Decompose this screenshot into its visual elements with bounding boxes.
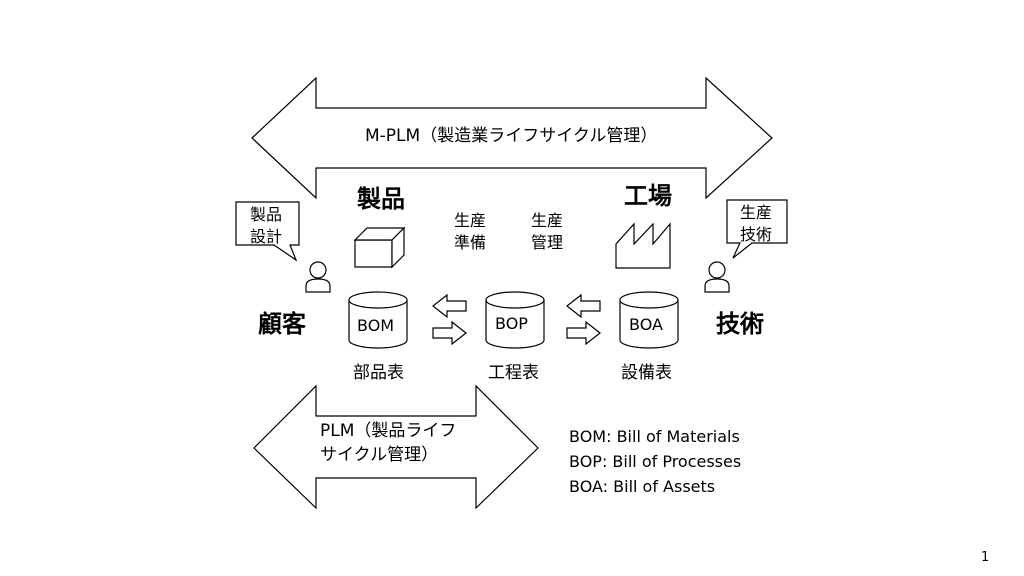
arrow-bom-to-bop xyxy=(432,320,467,346)
boa-label: BOA xyxy=(629,315,663,334)
production-mgmt-line2: 管理 xyxy=(531,232,564,252)
legend-bop: BOP: Bill of Processes xyxy=(569,451,742,471)
arrow-bop-to-boa xyxy=(566,320,601,346)
callout-left-line2: 設計 xyxy=(250,226,283,246)
legend-bom: BOM: Bill of Materials xyxy=(569,427,740,446)
production-prep-label: 生産 準備 xyxy=(454,210,486,253)
boa-caption: 設備表 xyxy=(621,363,672,383)
bom-cylinder xyxy=(348,291,408,349)
bop-caption: 工程表 xyxy=(488,363,539,383)
arrow-boa-to-bop xyxy=(566,293,601,319)
customer-person-icon xyxy=(305,261,331,293)
page-number: 1 xyxy=(981,550,990,565)
callout-right xyxy=(726,199,788,259)
callout-right-text: 生産 技術 xyxy=(740,202,772,245)
mplm-double-arrow xyxy=(251,76,773,200)
bom-caption: 部品表 xyxy=(353,363,404,383)
plm-label-line2: サイクル管理） xyxy=(320,444,439,465)
engineering-label: 技術 xyxy=(716,310,764,338)
engineer-person-icon xyxy=(704,261,730,293)
bop-label: BOP xyxy=(495,314,528,333)
product-heading: 製品 xyxy=(357,185,405,213)
product-box-icon xyxy=(353,226,406,269)
callout-left xyxy=(235,201,300,262)
arrow-bop-to-bom xyxy=(432,293,467,319)
production-prep-line2: 準備 xyxy=(454,232,487,252)
plm-double-arrow xyxy=(253,384,539,510)
production-mgmt-line1: 生産 xyxy=(531,211,564,230)
factory-icon xyxy=(615,222,671,269)
boa-cylinder xyxy=(619,291,679,349)
legend: BOM: Bill of Materials BOP: Bill of Proc… xyxy=(569,425,741,499)
bop-cylinder xyxy=(485,291,545,349)
legend-boa: BOA: Bill of Assets xyxy=(569,476,716,496)
customer-label: 顧客 xyxy=(258,310,306,338)
mplm-label: M-PLM（製造業ライフサイクル管理） xyxy=(365,126,658,146)
production-mgmt-label: 生産 管理 xyxy=(531,210,563,253)
factory-heading: 工場 xyxy=(624,182,672,210)
plm-label-line1: PLM（製品ライフ xyxy=(320,421,457,441)
callout-right-line2: 技術 xyxy=(740,224,773,244)
production-prep-line1: 生産 xyxy=(454,211,487,230)
callout-left-line1: 製品 xyxy=(250,205,283,224)
plm-label: PLM（製品ライフ サイクル管理） xyxy=(320,420,456,468)
bom-label: BOM xyxy=(357,316,395,335)
callout-right-line1: 生産 xyxy=(740,203,773,222)
callout-left-text: 製品 設計 xyxy=(250,204,282,247)
